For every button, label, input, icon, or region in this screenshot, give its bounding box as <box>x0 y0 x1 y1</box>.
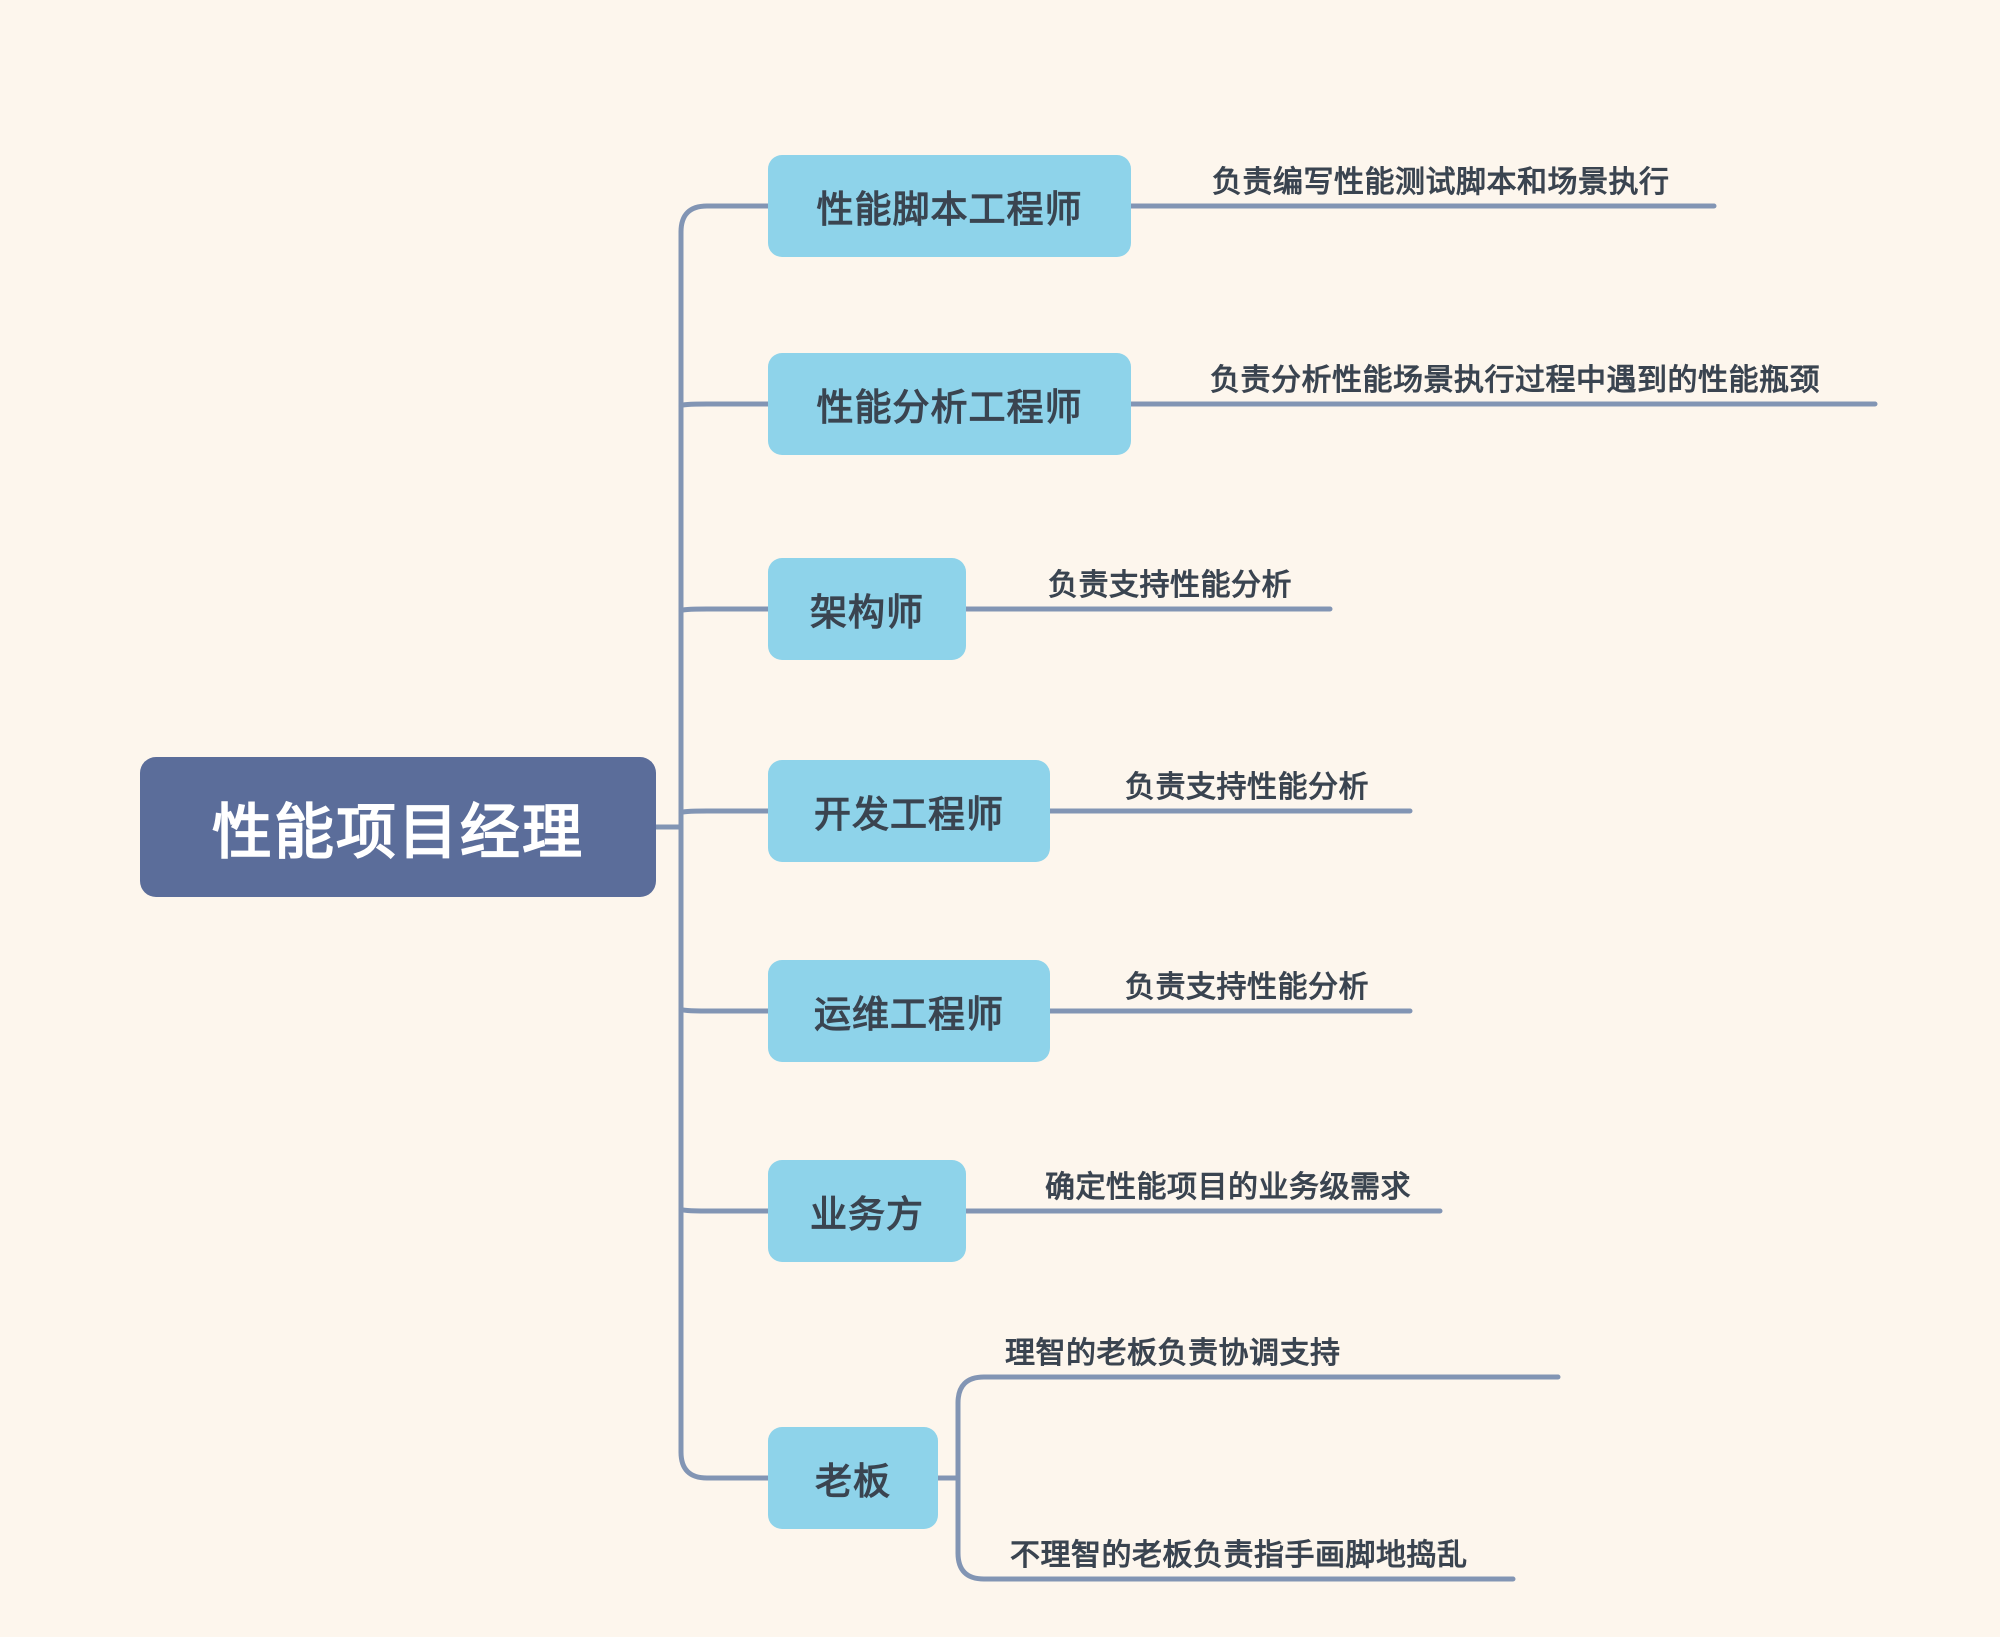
underline-boss-sub-1 <box>955 1374 1561 1406</box>
branch-description-6-1: 确定性能项目的业务级需求 <box>1045 1171 1411 1204</box>
branch-node-performance-analysis-engineer[interactable]: 性能分析工程师 <box>768 353 1131 455</box>
branch-description-4-1: 负责支持性能分析 <box>1125 771 1369 804</box>
branch-node-architect[interactable]: 架构师 <box>768 558 966 660</box>
branch-node-label: 业务方 <box>810 1194 924 1235</box>
elbow-branch-1 <box>678 203 771 235</box>
elbow-branch-6 <box>678 1206 771 1214</box>
elbow-branch-3 <box>678 606 771 614</box>
root-node-label: 性能项目经理 <box>212 798 584 866</box>
branch-node-label: 架构师 <box>810 592 924 633</box>
branch-node-operations-engineer[interactable]: 运维工程师 <box>768 960 1050 1062</box>
branch-description-2-1: 负责分析性能场景执行过程中遇到的性能瓶颈 <box>1210 364 1820 397</box>
elbow-branch-2 <box>678 401 771 409</box>
branch-description-1-1: 负责编写性能测试脚本和场景执行 <box>1212 166 1670 199</box>
branch-node-label: 运维工程师 <box>814 994 1004 1035</box>
elbow-branch-7 <box>678 1449 771 1481</box>
branch-description-3-1: 负责支持性能分析 <box>1048 569 1292 602</box>
branch-node-label: 开发工程师 <box>814 794 1004 835</box>
branch-node-label: 性能分析工程师 <box>816 387 1083 428</box>
branch-node-label: 性能脚本工程师 <box>816 189 1083 230</box>
branch-description-5-1: 负责支持性能分析 <box>1125 971 1369 1004</box>
elbow-branch-4 <box>678 808 771 816</box>
branch-node-development-engineer[interactable]: 开发工程师 <box>768 760 1050 862</box>
elbow-branch-5 <box>678 1006 771 1014</box>
branch-node-label: 老板 <box>815 1461 891 1502</box>
branch-node-business-party[interactable]: 业务方 <box>768 1160 966 1262</box>
branch-description-7-1: 理智的老板负责协调支持 <box>1005 1337 1341 1370</box>
root-node[interactable]: 性能项目经理 <box>140 757 656 897</box>
branch-node-performance-script-engineer[interactable]: 性能脚本工程师 <box>768 155 1131 257</box>
branch-node-boss[interactable]: 老板 <box>768 1427 938 1529</box>
branch-description-7-2: 不理智的老板负责指手画脚地捣乱 <box>1010 1539 1468 1572</box>
